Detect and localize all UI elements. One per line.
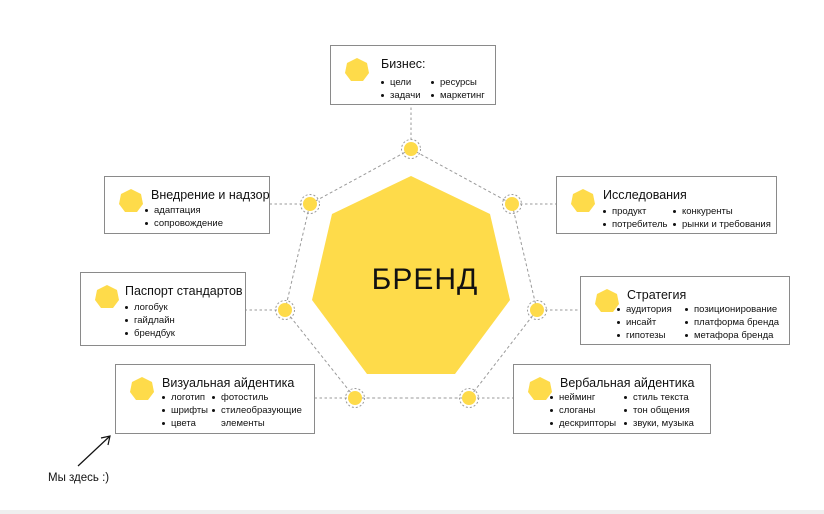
node-list-col2: конкуренты рынки и требования — [673, 205, 771, 231]
list-item: продукт — [603, 205, 667, 218]
node-list-col1: логобук гайдлайн брендбук — [125, 301, 175, 340]
node-box-visual: Визуальная айдентика логотип шрифты цвет… — [115, 364, 315, 434]
node-circle-strategy — [527, 300, 547, 320]
list-item: логотип — [162, 391, 208, 404]
node-title: Вербальная айдентика — [560, 376, 695, 390]
node-list-col1: продукт потребитель — [603, 205, 667, 231]
connector-lines — [246, 105, 580, 399]
list-item: нейминг — [550, 391, 616, 404]
node-box-strategy: Стратегия аудитория инсайт гипотезы пози… — [580, 276, 790, 345]
list-item: ресурсы — [431, 76, 485, 89]
node-box-business: Бизнес: цели задачи ресурсы маркетинг — [330, 45, 496, 105]
heptagon-icon — [345, 58, 369, 81]
node-list-col1: цели задачи — [381, 76, 421, 102]
center-label: БРЕНД — [371, 263, 479, 296]
node-list-col1: аудитория инсайт гипотезы — [617, 303, 672, 342]
node-circle-research — [502, 194, 522, 214]
here-label: Мы здесь :) — [48, 472, 110, 484]
list-item: метафора бренда — [685, 329, 779, 342]
node-list-col2: позиционирование платформа бренда метафо… — [685, 303, 779, 342]
list-item: звуки, музыка — [624, 417, 694, 430]
node-title: Стратегия — [627, 288, 687, 302]
node-title: Визуальная айдентика — [162, 376, 295, 390]
heptagon-icon — [595, 289, 619, 312]
list-item: стилеобразующие элементы — [212, 404, 313, 430]
list-item: задачи — [381, 89, 421, 102]
heptagon-icon — [119, 189, 143, 212]
list-item: тон общения — [624, 404, 694, 417]
node-title: Внедрение и надзор — [151, 188, 270, 202]
list-item: дескрипторы — [550, 417, 616, 430]
heptagon-icon — [130, 377, 154, 400]
list-item: гайдлайн — [125, 314, 175, 327]
list-item: инсайт — [617, 316, 672, 329]
node-title: Паспорт стандартов — [125, 284, 243, 298]
node-box-research: Исследования продукт потребитель конкуре… — [556, 176, 777, 234]
list-item: адаптация — [145, 204, 223, 217]
list-item: потребитель — [603, 218, 667, 231]
node-circle-implementation — [300, 194, 320, 214]
node-list-col2: стиль текста тон общения звуки, музыка — [624, 391, 694, 430]
list-item: платформа бренда — [685, 316, 779, 329]
node-box-standards: Паспорт стандартов логобук гайдлайн брен… — [80, 272, 246, 346]
list-item: маркетинг — [431, 89, 485, 102]
list-item: фотостиль — [212, 391, 313, 404]
node-list-col1: адаптация сопровождение — [145, 204, 223, 230]
list-item: цвета — [162, 417, 208, 430]
node-circle-business — [401, 139, 421, 159]
list-item: сопровождение — [145, 217, 223, 230]
node-circle-standards — [275, 300, 295, 320]
list-item: слоганы — [550, 404, 616, 417]
node-list-col2: ресурсы маркетинг — [431, 76, 485, 102]
node-list-col1: нейминг слоганы дескрипторы — [550, 391, 616, 430]
heptagon-icon — [571, 189, 595, 212]
outer-heptagon-outline — [284, 148, 538, 399]
node-title: Бизнес: — [381, 57, 426, 71]
bottom-scroll-track — [0, 510, 824, 514]
list-item: цели — [381, 76, 421, 89]
node-list-col2: фотостиль стилеобразующие элементы — [212, 391, 313, 430]
node-list-col1: логотип шрифты цвета — [162, 391, 208, 430]
node-circles — [275, 139, 547, 408]
center-heptagon — [312, 176, 510, 374]
node-circle-visual — [345, 388, 365, 408]
node-box-verbal: Вербальная айдентика нейминг слоганы дес… — [513, 364, 711, 434]
list-item: шрифты — [162, 404, 208, 417]
heptagon-icon — [528, 377, 552, 400]
list-item: конкуренты — [673, 205, 771, 218]
list-item: рынки и требования — [673, 218, 771, 231]
node-circle-verbal — [459, 388, 479, 408]
heptagon-icon — [95, 285, 119, 308]
list-item: стиль текста — [624, 391, 694, 404]
here-arrow — [77, 435, 111, 467]
list-item: аудитория — [617, 303, 672, 316]
node-title: Исследования — [603, 188, 687, 202]
list-item: брендбук — [125, 327, 175, 340]
list-item: логобук — [125, 301, 175, 314]
list-item: гипотезы — [617, 329, 672, 342]
node-box-implementation: Внедрение и надзор адаптация сопровожден… — [104, 176, 270, 234]
list-item: позиционирование — [685, 303, 779, 316]
